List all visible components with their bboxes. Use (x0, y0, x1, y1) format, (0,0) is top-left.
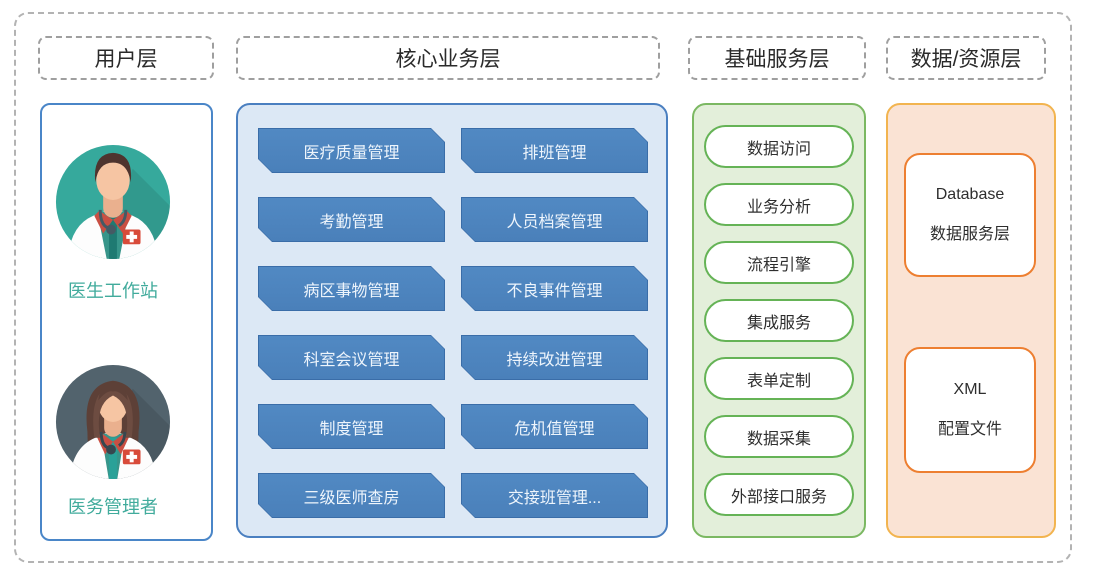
module-label: 交接班管理... (507, 489, 602, 507)
module-node: 不良事件管理 (461, 266, 648, 311)
module-node: 医疗质量管理 (258, 128, 445, 173)
module-label: 三级医师查房 (303, 489, 400, 507)
module-node: 病区事物管理 (258, 266, 445, 311)
module-node: 制度管理 (258, 404, 445, 449)
module-node: 人员档案管理 (461, 197, 648, 242)
layer-title: 基础服务层 (724, 48, 830, 71)
module-label: 排班管理 (522, 144, 587, 162)
service-node: 数据访问 (704, 125, 854, 168)
resource-line: Database (935, 186, 1005, 203)
service-node: 数据采集 (704, 415, 854, 458)
resource-line: 配置文件 (937, 421, 1002, 438)
module-node: 三级医师查房 (258, 473, 445, 518)
user-role-label: 医生工作站 (68, 281, 158, 301)
user-role-label: 医务管理者 (68, 497, 158, 517)
service-node: 表单定制 (704, 357, 854, 400)
module-label: 制度管理 (319, 420, 384, 438)
layer-header-services: 基础服务层 (688, 36, 866, 80)
module-label: 病区事物管理 (303, 282, 400, 300)
module-label: 科室会议管理 (303, 351, 400, 369)
layer-title: 核心业务层 (395, 48, 501, 71)
service-node: 流程引擎 (704, 241, 854, 284)
module-label: 持续改进管理 (506, 351, 603, 369)
resource-line: XML (953, 381, 987, 398)
service-node: 业务分析 (704, 183, 854, 226)
module-label: 危机值管理 (514, 420, 595, 438)
service-node: 集成服务 (704, 299, 854, 342)
basic-services-panel: 数据访问 业务分析 流程引擎 集成服务 表单定制 数据采集 外部接口服务 (692, 103, 866, 538)
module-label: 不良事件管理 (506, 282, 603, 300)
layer-header-user: 用户层 (38, 36, 214, 80)
layer-title: 用户层 (94, 48, 158, 71)
module-node: 排班管理 (461, 128, 648, 173)
module-label: 考勤管理 (319, 213, 384, 231)
module-node: 危机值管理 (461, 404, 648, 449)
module-label: 医疗质量管理 (303, 144, 400, 162)
module-node: 持续改进管理 (461, 335, 648, 380)
resource-line: 数据服务层 (929, 226, 1010, 243)
module-node: 考勤管理 (258, 197, 445, 242)
male-doctor-avatar-icon (55, 144, 171, 260)
female-doctor-avatar-icon (55, 364, 171, 480)
layer-title: 数据/资源层 (910, 48, 1022, 71)
data-resource-panel: Database 数据服务层 XML 配置文件 (886, 103, 1056, 538)
module-grid: 医疗质量管理 排班管理 考勤管理 人员档案管理 病区事物管理 不良事件管理 科室… (238, 105, 666, 536)
service-list: 数据访问 业务分析 流程引擎 集成服务 表单定制 数据采集 外部接口服务 (694, 105, 864, 536)
module-node: 交接班管理... (461, 473, 648, 518)
core-business-panel: 医疗质量管理 排班管理 考勤管理 人员档案管理 病区事物管理 不良事件管理 科室… (236, 103, 668, 538)
service-node: 外部接口服务 (704, 473, 854, 516)
layer-header-data: 数据/资源层 (886, 36, 1046, 80)
resource-node-database: Database 数据服务层 (904, 153, 1036, 277)
module-label: 人员档案管理 (506, 213, 603, 231)
diagram-boundary (14, 12, 1072, 563)
layer-header-core: 核心业务层 (236, 36, 660, 80)
resource-node-xml: XML 配置文件 (904, 347, 1036, 473)
user-layer-panel: 医生工作站 (40, 103, 213, 541)
module-node: 科室会议管理 (258, 335, 445, 380)
